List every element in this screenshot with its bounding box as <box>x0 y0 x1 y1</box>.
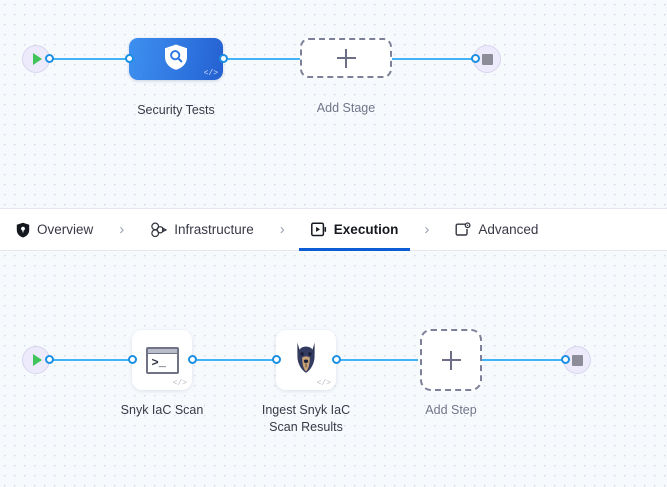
step-node-snyk-iac-scan[interactable]: >_ </> <box>132 330 192 390</box>
play-icon <box>33 354 42 366</box>
step-ingest-output-port[interactable] <box>332 355 341 364</box>
stage-end-input-port[interactable] <box>471 54 480 63</box>
step-node-label-add-step: Add Step <box>425 403 477 417</box>
terminal-icon: >_ <box>145 346 179 374</box>
tab-separator-2: › <box>279 221 285 238</box>
add-stage-button[interactable] <box>300 38 392 78</box>
plus-icon <box>441 350 461 370</box>
code-badge-icon: </> <box>172 379 187 388</box>
terminal-titlebar <box>147 348 177 354</box>
stage-security-input-port[interactable] <box>125 54 134 63</box>
step-graph-canvas[interactable]: >_ </> </> <box>0 251 667 487</box>
step-snyk-output-port[interactable] <box>188 355 197 364</box>
step-wire-addstep-to-end <box>482 359 564 361</box>
tab-label-infrastructure: Infrastructure <box>174 222 254 237</box>
step-node-label-snyk-iac-scan: Snyk IaC Scan <box>120 403 204 417</box>
stage-wire-addstage-to-end <box>392 58 474 60</box>
shield-search-icon <box>163 43 189 76</box>
step-wire-start-to-snyk <box>46 359 132 361</box>
tab-advanced[interactable]: Advanced <box>455 208 538 251</box>
tab-label-advanced: Advanced <box>478 222 539 237</box>
tab-label-overview: Overview <box>37 222 94 237</box>
step-node-label-ingest-snyk-iac-scan-results: Ingest Snyk IaC Scan Results <box>261 403 351 434</box>
stage-config-tab-bar: Overview › Infrastructure › <box>0 208 667 251</box>
stop-icon <box>481 53 493 65</box>
play-box-icon <box>310 222 327 237</box>
stage-security-output-port[interactable] <box>219 54 228 63</box>
code-badge-icon: </> <box>316 379 331 388</box>
stop-icon <box>571 354 583 366</box>
tab-execution[interactable]: Execution <box>298 208 410 251</box>
tab-infrastructure[interactable]: Infrastructure <box>150 208 254 251</box>
doberman-dog-icon <box>291 341 321 380</box>
step-start-output-port[interactable] <box>45 355 54 364</box>
cluster-icon <box>150 221 168 238</box>
tab-label-execution: Execution <box>333 222 399 237</box>
stage-node-label-security-tests: Security Tests <box>137 103 215 117</box>
stage-start-output-port[interactable] <box>45 54 54 63</box>
step-wire-ingest-to-addstep <box>336 359 418 361</box>
card-gear-icon <box>455 221 471 238</box>
tab-overview[interactable]: Overview <box>16 208 93 251</box>
stage-graph-canvas[interactable]: </> Security Tests Add Stage <box>0 0 667 208</box>
stage-node-security-tests[interactable]: </> <box>129 38 223 80</box>
code-badge-icon: </> <box>203 69 218 78</box>
stage-wire-security-to-addstage <box>222 58 300 60</box>
plus-icon <box>336 48 356 68</box>
tab-separator-3: › <box>424 221 430 238</box>
stage-node-label-add-stage: Add Stage <box>316 101 376 115</box>
stage-wire-start-to-security <box>46 58 130 60</box>
shield-icon <box>16 222 30 238</box>
step-ingest-input-port[interactable] <box>272 355 281 364</box>
play-icon <box>33 53 42 65</box>
step-wire-snyk-to-ingest <box>192 359 280 361</box>
terminal-prompt-glyph: >_ <box>151 355 166 370</box>
step-node-ingest-snyk-iac-scan-results[interactable]: </> <box>276 330 336 390</box>
tab-separator-1: › <box>119 221 125 238</box>
step-snyk-input-port[interactable] <box>128 355 137 364</box>
add-step-button[interactable] <box>420 329 482 391</box>
step-end-input-port[interactable] <box>561 355 570 364</box>
